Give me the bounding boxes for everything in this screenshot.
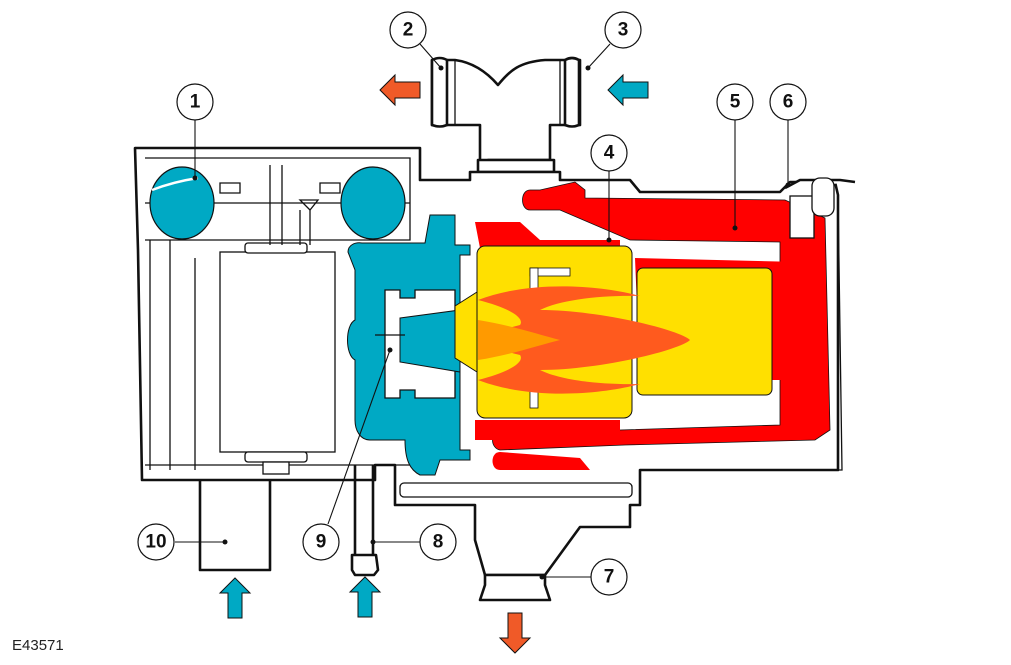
figure-reference-code: E43571 [12, 637, 64, 654]
flame [478, 286, 690, 394]
exhaust-arrow [498, 612, 532, 654]
combustion-air-arrow [218, 577, 252, 619]
lower-fittings [198, 465, 633, 602]
fuel-inlet-arrow [348, 576, 382, 618]
callout-number: 8 [433, 532, 444, 553]
callout-number: 5 [730, 92, 741, 113]
callout-number: 1 [190, 92, 201, 113]
callout-8: 8 [370, 523, 457, 561]
combustion-air-fan [149, 166, 406, 240]
overheat-sensor [640, 177, 856, 471]
callout-2: 2 [389, 11, 444, 71]
callout-number: 6 [783, 92, 794, 113]
callout-number: 7 [604, 567, 615, 588]
coolant-pipe-assembly [430, 56, 582, 174]
coolant-outlet-arrow [379, 73, 421, 107]
callout-5: 5 [716, 83, 754, 231]
callout-number: 2 [403, 20, 414, 41]
callout-10: 10 [137, 523, 228, 561]
callout-4: 4 [590, 134, 628, 243]
callout-3: 3 [585, 11, 642, 71]
callout-number: 10 [145, 532, 166, 553]
callout-9: 9 [302, 347, 393, 561]
callout-number: 3 [618, 20, 629, 41]
callout-number: 4 [604, 143, 615, 164]
flow-arrows [218, 73, 649, 654]
callout-7: 7 [539, 558, 628, 596]
coolant-jacket-left [347, 214, 471, 476]
callout-6: 6 [769, 83, 807, 188]
callout-number: 9 [316, 532, 327, 553]
callout-1: 1 [176, 83, 214, 181]
coolant-inlet-arrow [607, 73, 649, 107]
